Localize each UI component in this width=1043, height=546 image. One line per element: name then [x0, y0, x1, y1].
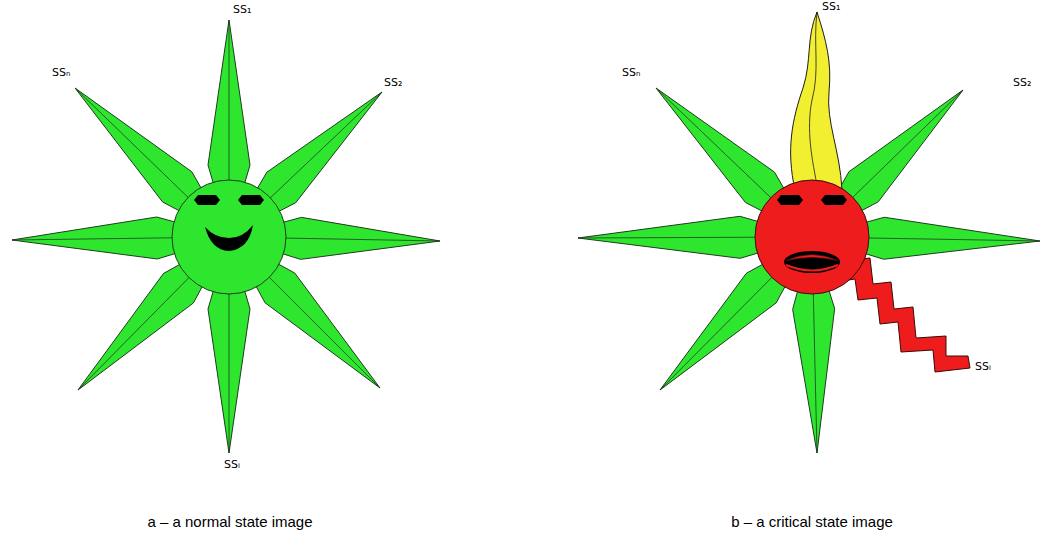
- point-label: SSₙ: [52, 66, 70, 80]
- normal-star: [12, 20, 440, 453]
- eye: [238, 195, 264, 205]
- eye: [194, 195, 220, 205]
- eye: [821, 195, 847, 205]
- figure-caption: b – a critical state image: [731, 513, 893, 531]
- smile: [205, 225, 253, 251]
- open-mouth: [784, 251, 840, 273]
- eye: [777, 195, 803, 205]
- point-label: SS₂: [1013, 76, 1031, 90]
- point-label: SS₂: [384, 76, 402, 90]
- point-label: SSₙ: [622, 66, 640, 80]
- point-label: SS₁: [822, 0, 840, 14]
- upper-lip: [785, 255, 839, 262]
- point-label: SSᵢ: [224, 458, 240, 472]
- yellow-flame: [791, 12, 842, 190]
- face-circle: [172, 180, 286, 294]
- face-circle: [755, 180, 869, 294]
- point-label: SSᵢ: [975, 360, 991, 374]
- critical-star: [578, 12, 1040, 453]
- figure-caption: a – a normal state image: [147, 513, 312, 531]
- red-wave: [838, 258, 970, 372]
- point-label: SS₁: [233, 3, 251, 17]
- lower-lip: [786, 265, 838, 271]
- flame-ridge: [810, 12, 818, 190]
